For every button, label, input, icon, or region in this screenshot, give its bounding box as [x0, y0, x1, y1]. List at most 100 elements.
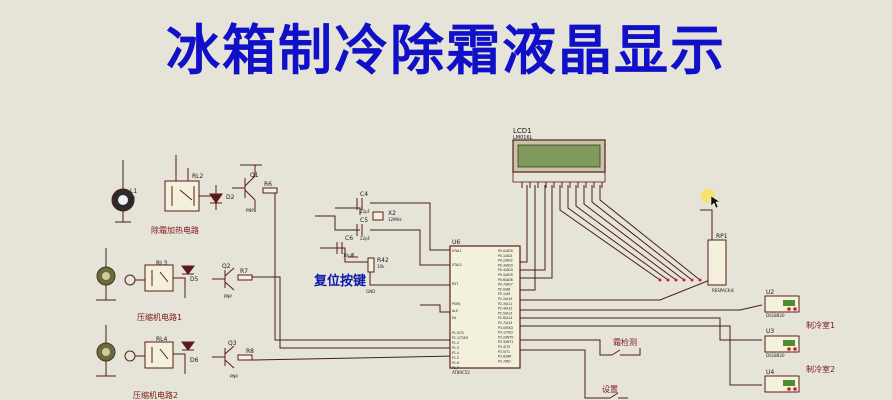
rl3-ref: RL3 [156, 260, 168, 267]
wire-q3-drive [251, 355, 456, 361]
wire-u4 [520, 325, 762, 386]
label-comp2: 压缩机电路2 [133, 390, 178, 400]
wire-frost [520, 339, 612, 356]
u6-left-pin-label: PSEN [452, 302, 461, 306]
d2-ref: D2 [226, 194, 235, 201]
u6-right-pin-label: P2.6/A14 [498, 316, 512, 320]
q1-ref: Q1 [250, 172, 259, 179]
u6-right-pin-label: P3.1/TXD [498, 331, 513, 335]
u3-part: DS18B20 [766, 353, 785, 358]
c6-ref: C6 [345, 235, 353, 242]
resistor-r6 [262, 187, 278, 194]
q2-ref: Q2 [222, 263, 231, 270]
wire-u2 [520, 304, 763, 311]
rl2-ref: RL2 [192, 173, 204, 180]
resistor-r8 [237, 354, 253, 361]
wire-gnd-caps [315, 215, 360, 231]
wire-lcd-d0 [520, 185, 528, 263]
wire-u3 [520, 317, 762, 341]
frost-detect-switch [611, 349, 630, 356]
u6-left-pin-label: P1.2 [452, 341, 459, 345]
sensor-u3 [764, 335, 800, 353]
wire-rp1-vcc [700, 209, 713, 240]
u6-left-pin-label: P1.0/T2 [452, 331, 464, 335]
lcd-module [512, 139, 606, 188]
page-title: 冰箱制冷除霜液晶显示 [166, 19, 726, 82]
label-set: 设置 [602, 384, 618, 394]
r42-ref: R42 [377, 257, 389, 264]
relay-rl2 [164, 155, 215, 212]
u6-right-pin-label: P3.7/RD [498, 359, 511, 363]
q1-type: PNP [246, 208, 254, 213]
u6-right-pin-label: P2.1/A9 [498, 292, 510, 296]
q2-type: PNP [224, 294, 232, 299]
wire-c4 [335, 207, 361, 215]
u6-left-pin-label: ALE [452, 309, 458, 313]
compressor-motor-1 [96, 248, 116, 301]
relay-rl3 [124, 264, 186, 298]
u6-right-pin-label: P0.0/AD0 [498, 249, 513, 253]
d5-ref: D5 [190, 276, 199, 283]
u6-right-pin-label: P0.7/AD7 [498, 283, 513, 287]
u6-right-pin-labels: P0.0/AD0P0.1/AD1P0.2/AD2P0.3/AD3P0.4/AD4… [498, 249, 513, 363]
u6-right-pin-label: P3.3/INT1 [498, 340, 513, 344]
u6-right-pin-label: P2.0/A8 [498, 287, 510, 291]
c5-ref: C5 [360, 217, 368, 224]
u6-right-pin-label: P0.2/AD2 [498, 259, 513, 263]
crystal-x2 [372, 211, 384, 221]
u6-right-pin-label: P3.6/WR [498, 355, 512, 359]
u6-right-pin-label: P0.1/AD1 [498, 254, 513, 258]
u6-right-pin-label: P2.7/A15 [498, 321, 512, 325]
capacitor-c4 [356, 198, 363, 210]
u6-left-pin-label: P1.6 [452, 361, 459, 365]
u3-ref: U3 [766, 328, 774, 335]
transistor-q3 [212, 345, 235, 369]
u6-right-pin-label: P0.3/AD3 [498, 263, 513, 267]
u6-right-pin-label: P2.2/A10 [498, 297, 512, 301]
l1-ref: L1 [130, 188, 137, 195]
u6-right-pin-label: P2.3/A11 [498, 302, 512, 306]
r8-ref: R8 [246, 348, 254, 355]
u6-right-pin-label: P0.6/AD6 [498, 278, 513, 282]
c4-ref: C4 [360, 191, 368, 198]
reset-key-note: 复位按键 [314, 274, 367, 289]
lcd-screen [517, 144, 601, 168]
u6-left-pin-label: XTAL2 [452, 263, 462, 267]
u4-ref: U4 [766, 369, 774, 376]
x2-value: 12MHz [388, 217, 402, 222]
q3-ref: Q3 [228, 340, 237, 347]
transistor-q2 [212, 267, 235, 291]
l1-value: 6V [130, 196, 136, 201]
u6-right-pin-label: P3.0/RXD [498, 326, 513, 330]
wire-q2-drive [252, 276, 455, 349]
resistor-r42 [367, 257, 375, 273]
label-cold1: 制冷室1 [806, 320, 835, 330]
mcu-u6 [449, 245, 521, 369]
capacitor-c6 [336, 242, 343, 254]
r7-ref: R7 [240, 268, 248, 275]
u6-right-pin-label: P0.4/AD4 [498, 268, 513, 272]
set-button [609, 392, 628, 399]
resistor-r7 [237, 274, 253, 281]
x2-ref: X2 [388, 210, 396, 217]
u6-ref: U6 [452, 239, 460, 246]
c4-value: 22pF [360, 209, 371, 214]
u6-left-pin-label: EA [452, 316, 457, 320]
label-cold2: 制冷室2 [806, 364, 835, 374]
wire-ea [420, 304, 450, 313]
c6-value: 10uF [343, 253, 354, 258]
u6-right-pin-label: P0.5/AD5 [498, 273, 513, 277]
compressor-motor-2 [96, 325, 116, 377]
lcd1-ref: LCD1 [513, 127, 532, 135]
u6-left-pin-label: P1.1/T2EX [452, 336, 469, 340]
label-defrost: 除霜加热电路 [151, 225, 199, 235]
u6-left-pin-label: RST [452, 282, 458, 286]
rp1-ref: RP1 [716, 233, 728, 240]
wire-xtal2 [370, 229, 450, 266]
u6-left-pin-label: P1.5 [452, 356, 459, 360]
u6-right-pin-label: P2.5/A13 [498, 311, 512, 315]
u2-ref: U2 [766, 289, 774, 296]
d6-ref: D6 [190, 357, 199, 364]
